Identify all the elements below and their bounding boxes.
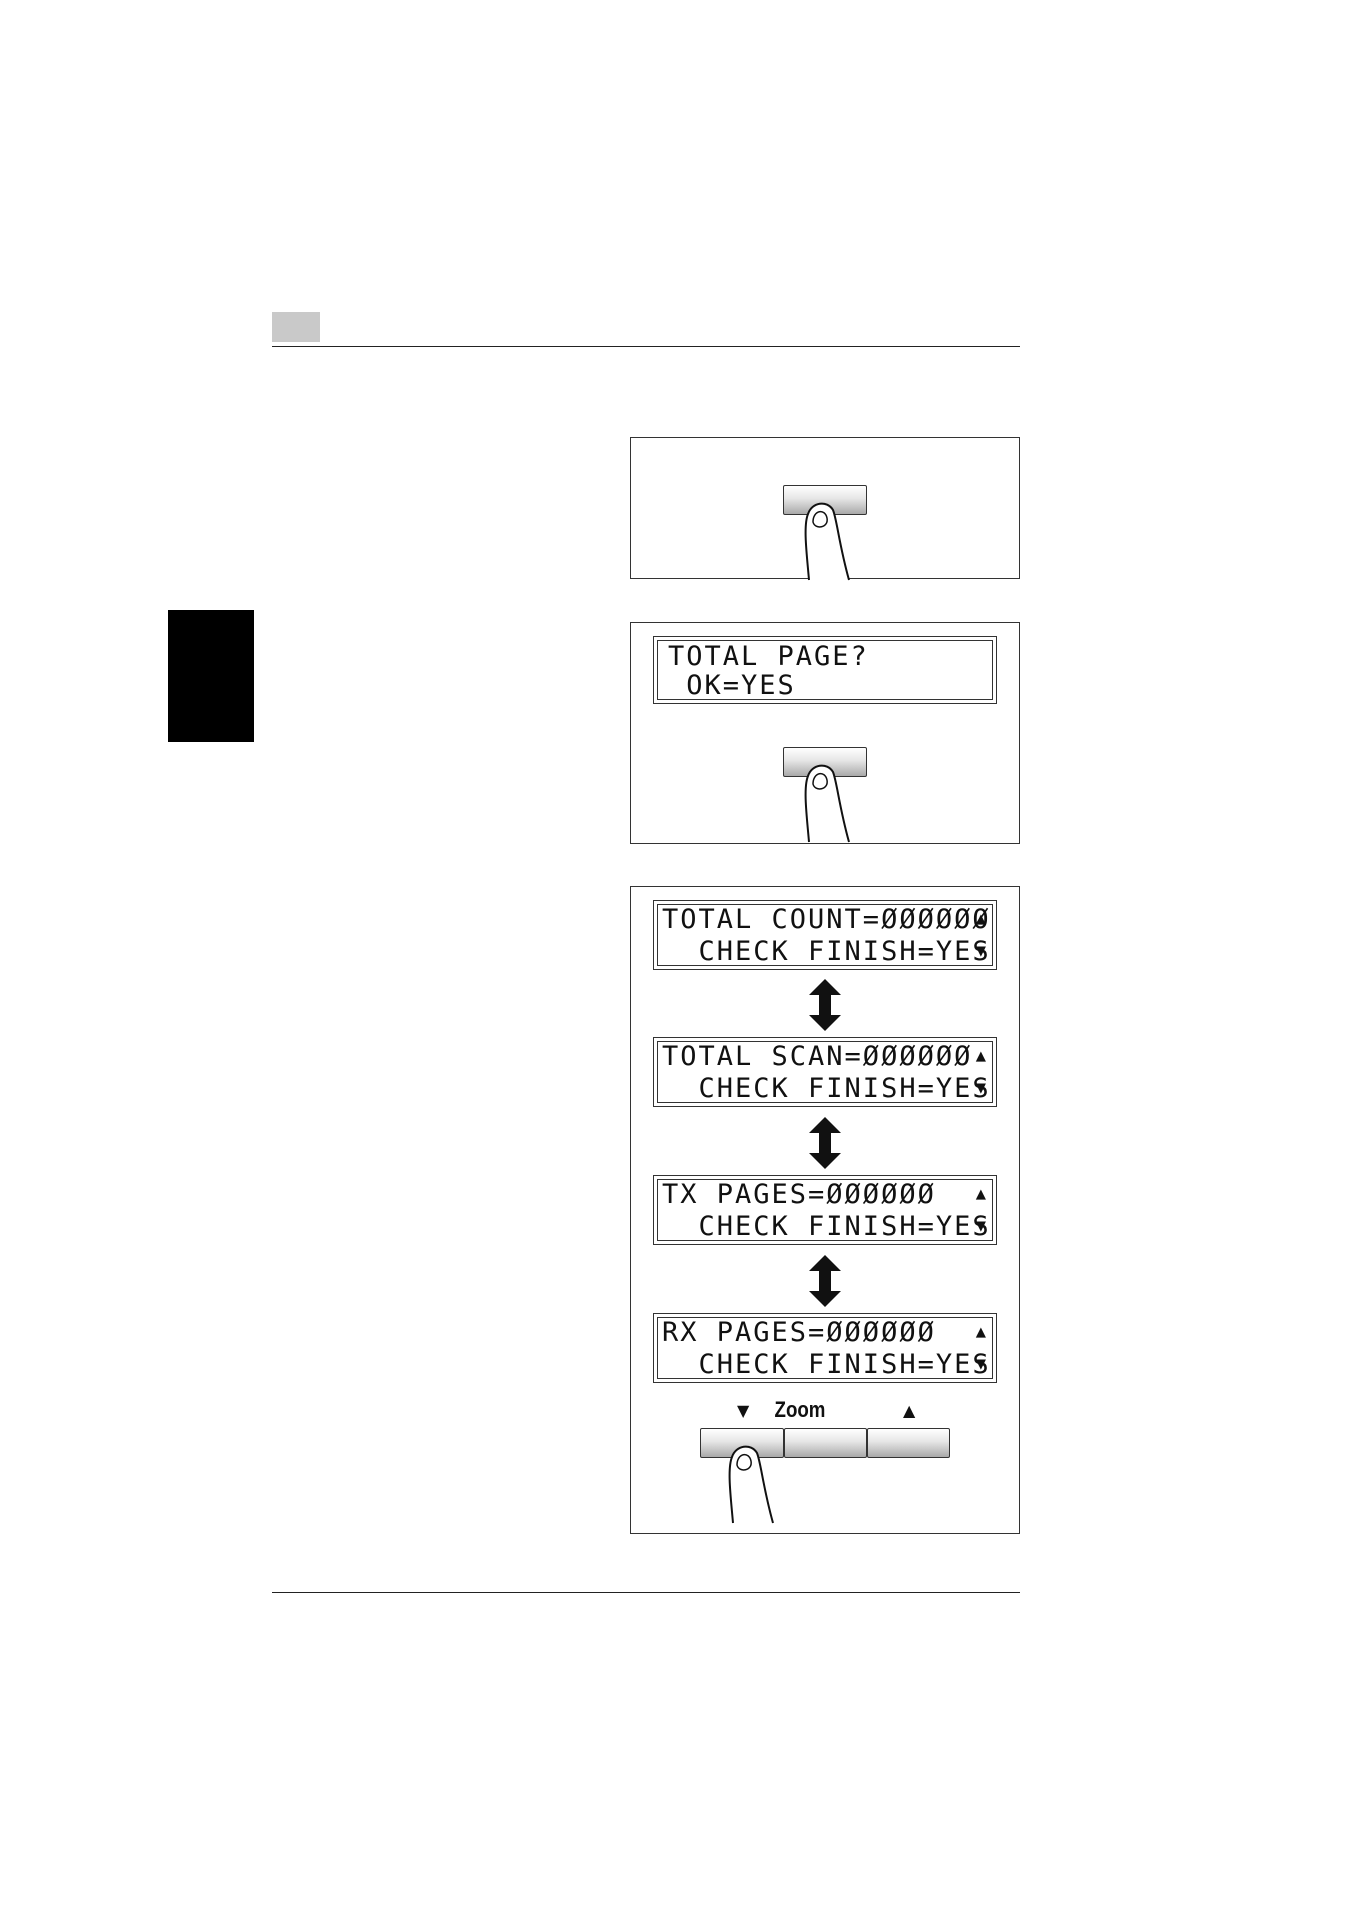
lcd-display-total-scan: TOTAL SCAN=ØØØØØØ CHECK FINISH=YES ▲ ▼ [653, 1037, 997, 1107]
double-arrow-icon [805, 1255, 845, 1307]
scroll-down-icon: ▼ [976, 1356, 986, 1373]
lcd-line-1: TOTAL PAGE? [668, 642, 869, 672]
lcd-line-1: TOTAL SCAN=ØØØØØØ [662, 1042, 972, 1072]
step-illustration-key-press [630, 437, 1020, 579]
scroll-down-icon: ▼ [976, 1218, 986, 1235]
chapter-side-tab [168, 610, 254, 742]
zoom-button[interactable] [784, 1428, 867, 1458]
lcd-line-2: CHECK FINISH=YES [662, 937, 991, 967]
scroll-up-icon: ▲ [976, 1324, 986, 1341]
scroll-down-icon: ▼ [976, 1080, 986, 1097]
double-arrow-icon [805, 979, 845, 1031]
lcd-display-tx-pages: TX PAGES=ØØØØØØ CHECK FINISH=YES ▲ ▼ [653, 1175, 997, 1245]
down-arrow-label: ▼ [737, 1403, 749, 1419]
scroll-up-icon: ▲ [976, 1186, 986, 1203]
scroll-up-icon: ▲ [976, 911, 986, 928]
finger-press-icon [803, 758, 863, 843]
lcd-line-2: CHECK FINISH=YES [662, 1212, 991, 1242]
zoom-label: Zoom [765, 1398, 835, 1422]
footer-rule [272, 1592, 1020, 1593]
double-arrow-icon [805, 1117, 845, 1169]
lcd-line-1: RX PAGES=ØØØØØØ [662, 1318, 936, 1348]
scroll-up-icon: ▲ [976, 1048, 986, 1065]
lcd-display-total-count: TOTAL COUNT=ØØØØØØ CHECK FINISH=YES ▲ ▼ [653, 900, 997, 970]
lcd-display: TOTAL PAGE? OK=YES [653, 636, 997, 704]
step-illustration-counter-screens: TOTAL COUNT=ØØØØØØ CHECK FINISH=YES ▲ ▼ … [630, 886, 1020, 1534]
finger-press-icon [727, 1439, 787, 1524]
lcd-line-1: TX PAGES=ØØØØØØ [662, 1180, 936, 1210]
zoom-up-button[interactable] [867, 1428, 950, 1458]
lcd-line-2: CHECK FINISH=YES [662, 1350, 991, 1380]
lcd-line-1: TOTAL COUNT=ØØØØØØ [662, 905, 991, 935]
step-illustration-total-page: TOTAL PAGE? OK=YES [630, 622, 1020, 844]
lcd-line-2: CHECK FINISH=YES [662, 1074, 991, 1104]
header-rule [272, 346, 1020, 347]
finger-press-icon [803, 496, 863, 581]
chapter-number-box [272, 312, 320, 342]
lcd-line-2: OK=YES [668, 671, 796, 701]
lcd-display-rx-pages: RX PAGES=ØØØØØØ CHECK FINISH=YES ▲ ▼ [653, 1313, 997, 1383]
up-arrow-label: ▲ [903, 1403, 915, 1419]
scroll-down-icon: ▼ [976, 943, 986, 960]
